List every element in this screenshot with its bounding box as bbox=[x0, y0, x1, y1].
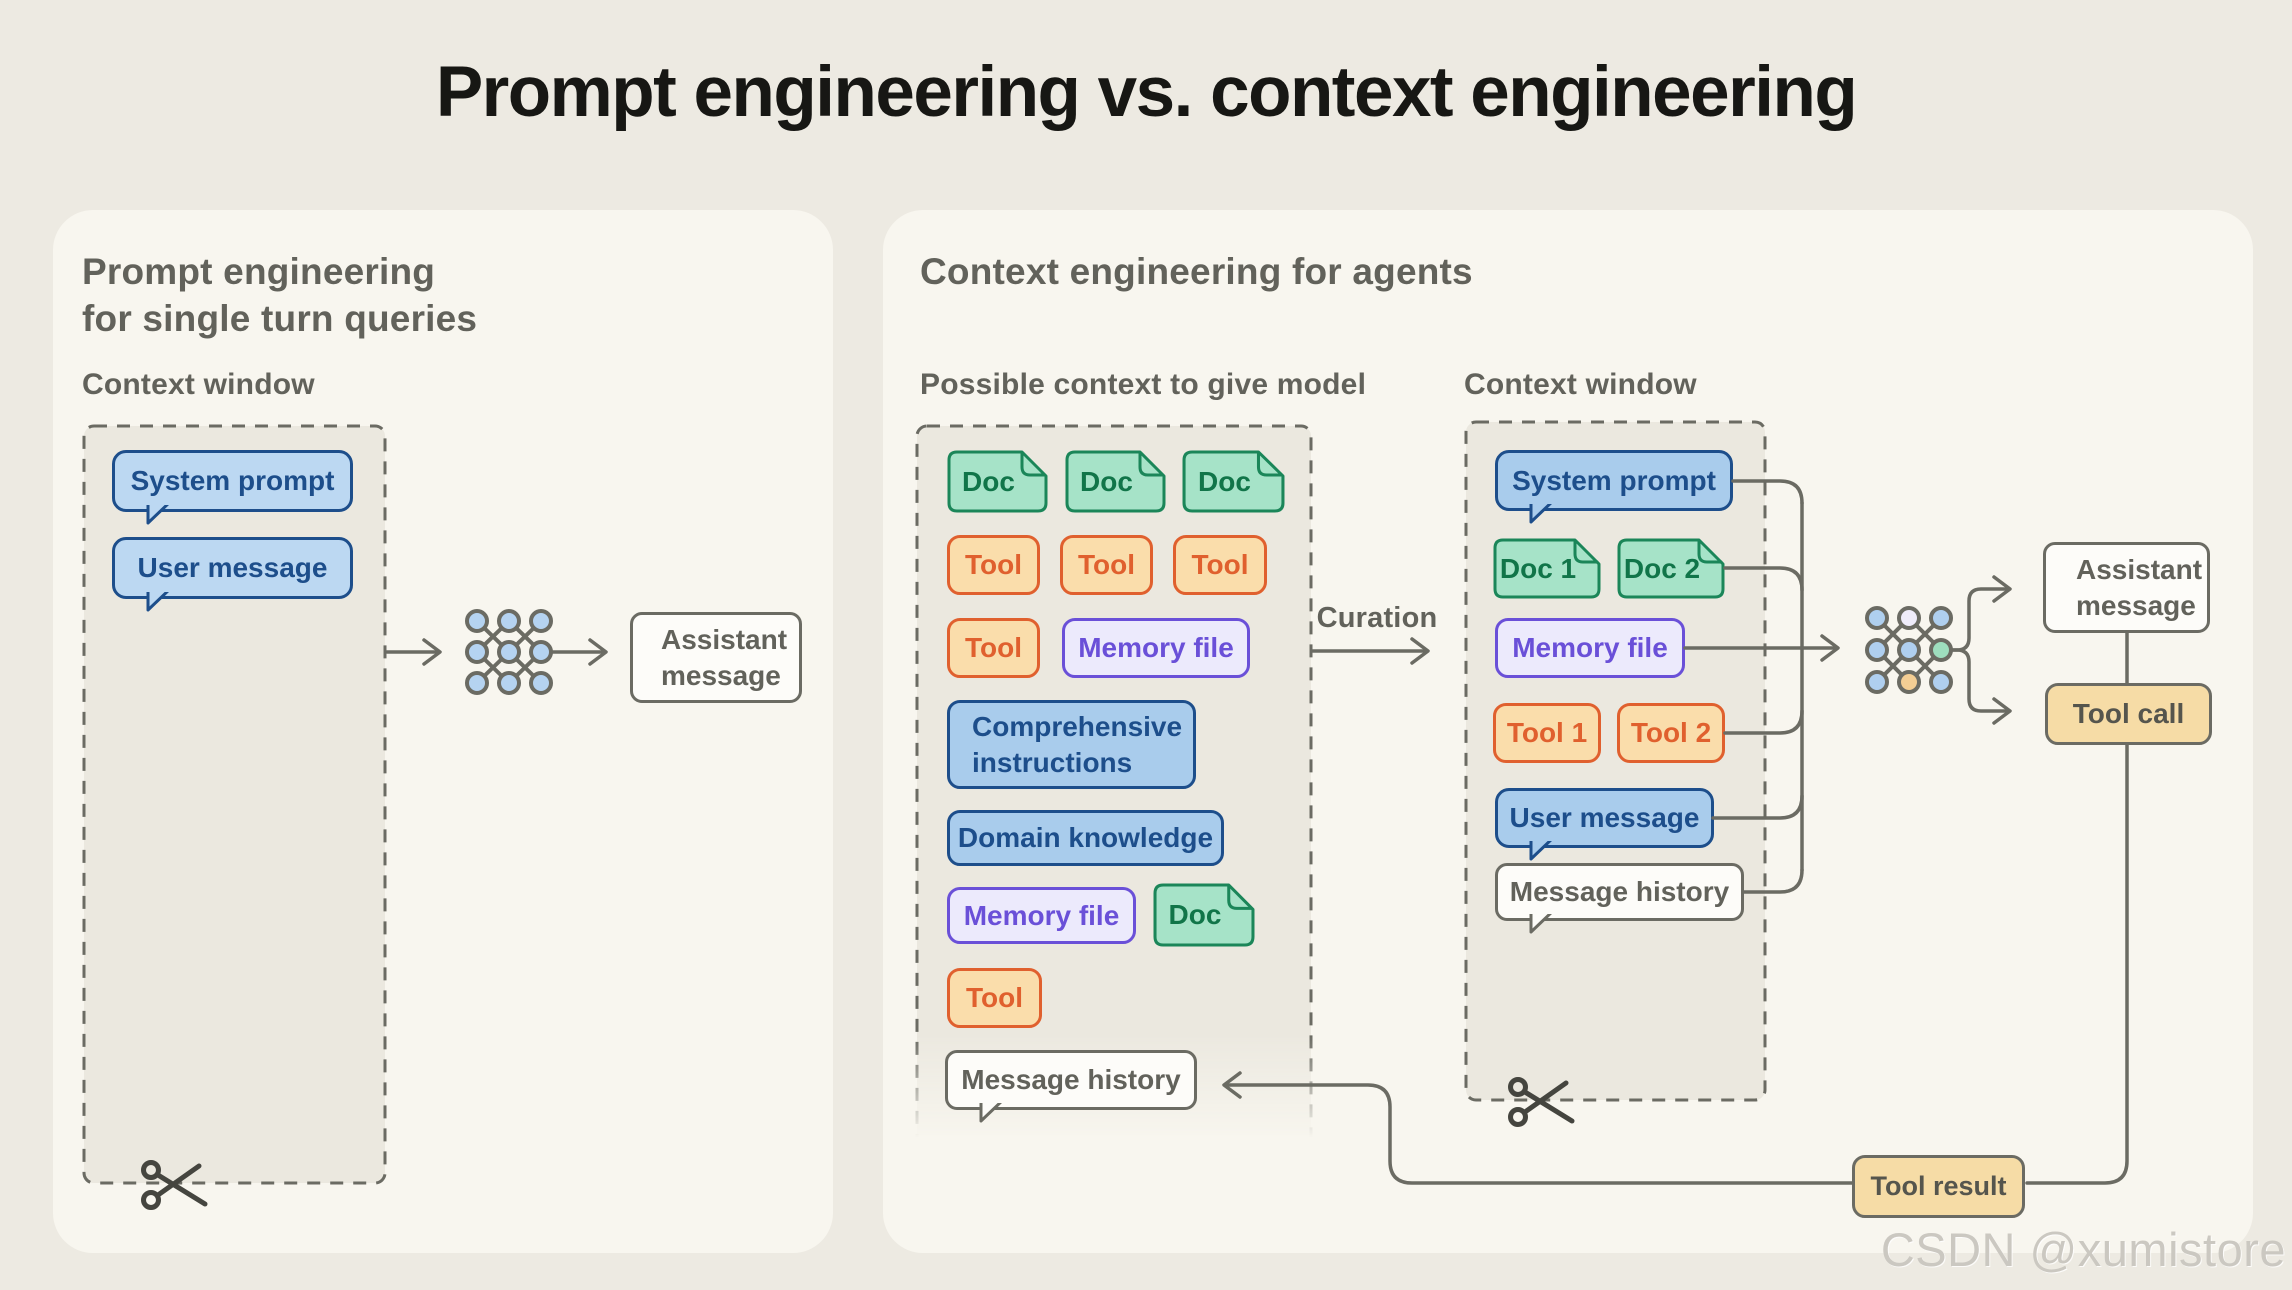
tool-chip: Tool bbox=[947, 535, 1040, 595]
user-message-label: User message bbox=[1509, 802, 1700, 833]
system-prompt-bubble: System prompt bbox=[112, 450, 353, 525]
left-panel-heading: Prompt engineering for single turn queri… bbox=[82, 248, 477, 342]
memory-file-chip: Memory file bbox=[1062, 618, 1250, 678]
cw-system-prompt-bubble: System prompt bbox=[1495, 450, 1733, 524]
cw-memory-file-chip: Memory file bbox=[1495, 618, 1685, 678]
assistant-message-box-left: Assistant message bbox=[630, 612, 802, 703]
system-prompt-label: System prompt bbox=[1512, 464, 1716, 496]
tool-chip: Tool bbox=[1060, 535, 1153, 595]
tool-result-box: Tool result bbox=[1852, 1155, 2025, 1218]
assistant-message-box-right: Assistant message bbox=[2043, 542, 2210, 633]
message-history-label: Message history bbox=[1509, 876, 1730, 907]
left-context-window-label: Context window bbox=[82, 368, 315, 401]
left-panel-heading-line1: Prompt engineering bbox=[82, 251, 436, 292]
message-history-label: Message history bbox=[961, 1064, 1181, 1095]
watermark: CSDN @xumistore bbox=[1880, 1223, 2286, 1276]
doc-chip: Doc bbox=[947, 450, 1048, 513]
doc-chip: Doc bbox=[1182, 450, 1285, 513]
curation-label: Curation bbox=[1316, 602, 1438, 634]
doc-chip: Doc 1 bbox=[1493, 538, 1601, 599]
cw-message-history-bubble: Message history bbox=[1495, 863, 1744, 934]
left-context-window-box bbox=[82, 424, 387, 1185]
cw-tool-chip: Tool 2 bbox=[1617, 703, 1725, 763]
doc-label: Doc bbox=[1168, 899, 1222, 930]
tool-chip: Tool bbox=[1173, 535, 1267, 595]
doc-label: Doc bbox=[1080, 465, 1133, 497]
cw-user-message-bubble: User message bbox=[1495, 788, 1714, 861]
right-context-window-label: Context window bbox=[1464, 368, 1697, 401]
tool-chip: Tool bbox=[947, 968, 1042, 1028]
doc-label: Doc bbox=[962, 465, 1015, 497]
doc-label: Doc 1 bbox=[1499, 552, 1577, 584]
system-prompt-label: System prompt bbox=[130, 465, 335, 496]
comprehensive-instructions-chip: Comprehensive instructions bbox=[947, 700, 1196, 789]
user-message-label: User message bbox=[137, 552, 328, 583]
tool-chip: Tool bbox=[947, 618, 1040, 678]
doc-label: Doc bbox=[1198, 465, 1251, 497]
cw-tool-chip: Tool 1 bbox=[1493, 703, 1601, 763]
message-history-bubble: Message history bbox=[945, 1050, 1197, 1123]
memory-file-chip: Memory file bbox=[947, 887, 1136, 944]
left-panel-heading-line2: for single turn queries bbox=[82, 298, 478, 339]
user-message-bubble: User message bbox=[112, 537, 353, 612]
tool-call-box: Tool call bbox=[2045, 683, 2212, 745]
doc-label: Doc 2 bbox=[1623, 552, 1701, 584]
doc-chip: Doc bbox=[1065, 450, 1166, 513]
doc-chip: Doc 2 bbox=[1617, 538, 1725, 599]
domain-knowledge-chip: Domain knowledge bbox=[947, 810, 1224, 866]
possible-context-label: Possible context to give model bbox=[920, 368, 1367, 401]
right-panel-heading: Context engineering for agents bbox=[920, 251, 1473, 292]
page-title: Prompt engineering vs. context engineeri… bbox=[435, 53, 1858, 132]
doc-chip: Doc bbox=[1153, 883, 1255, 947]
